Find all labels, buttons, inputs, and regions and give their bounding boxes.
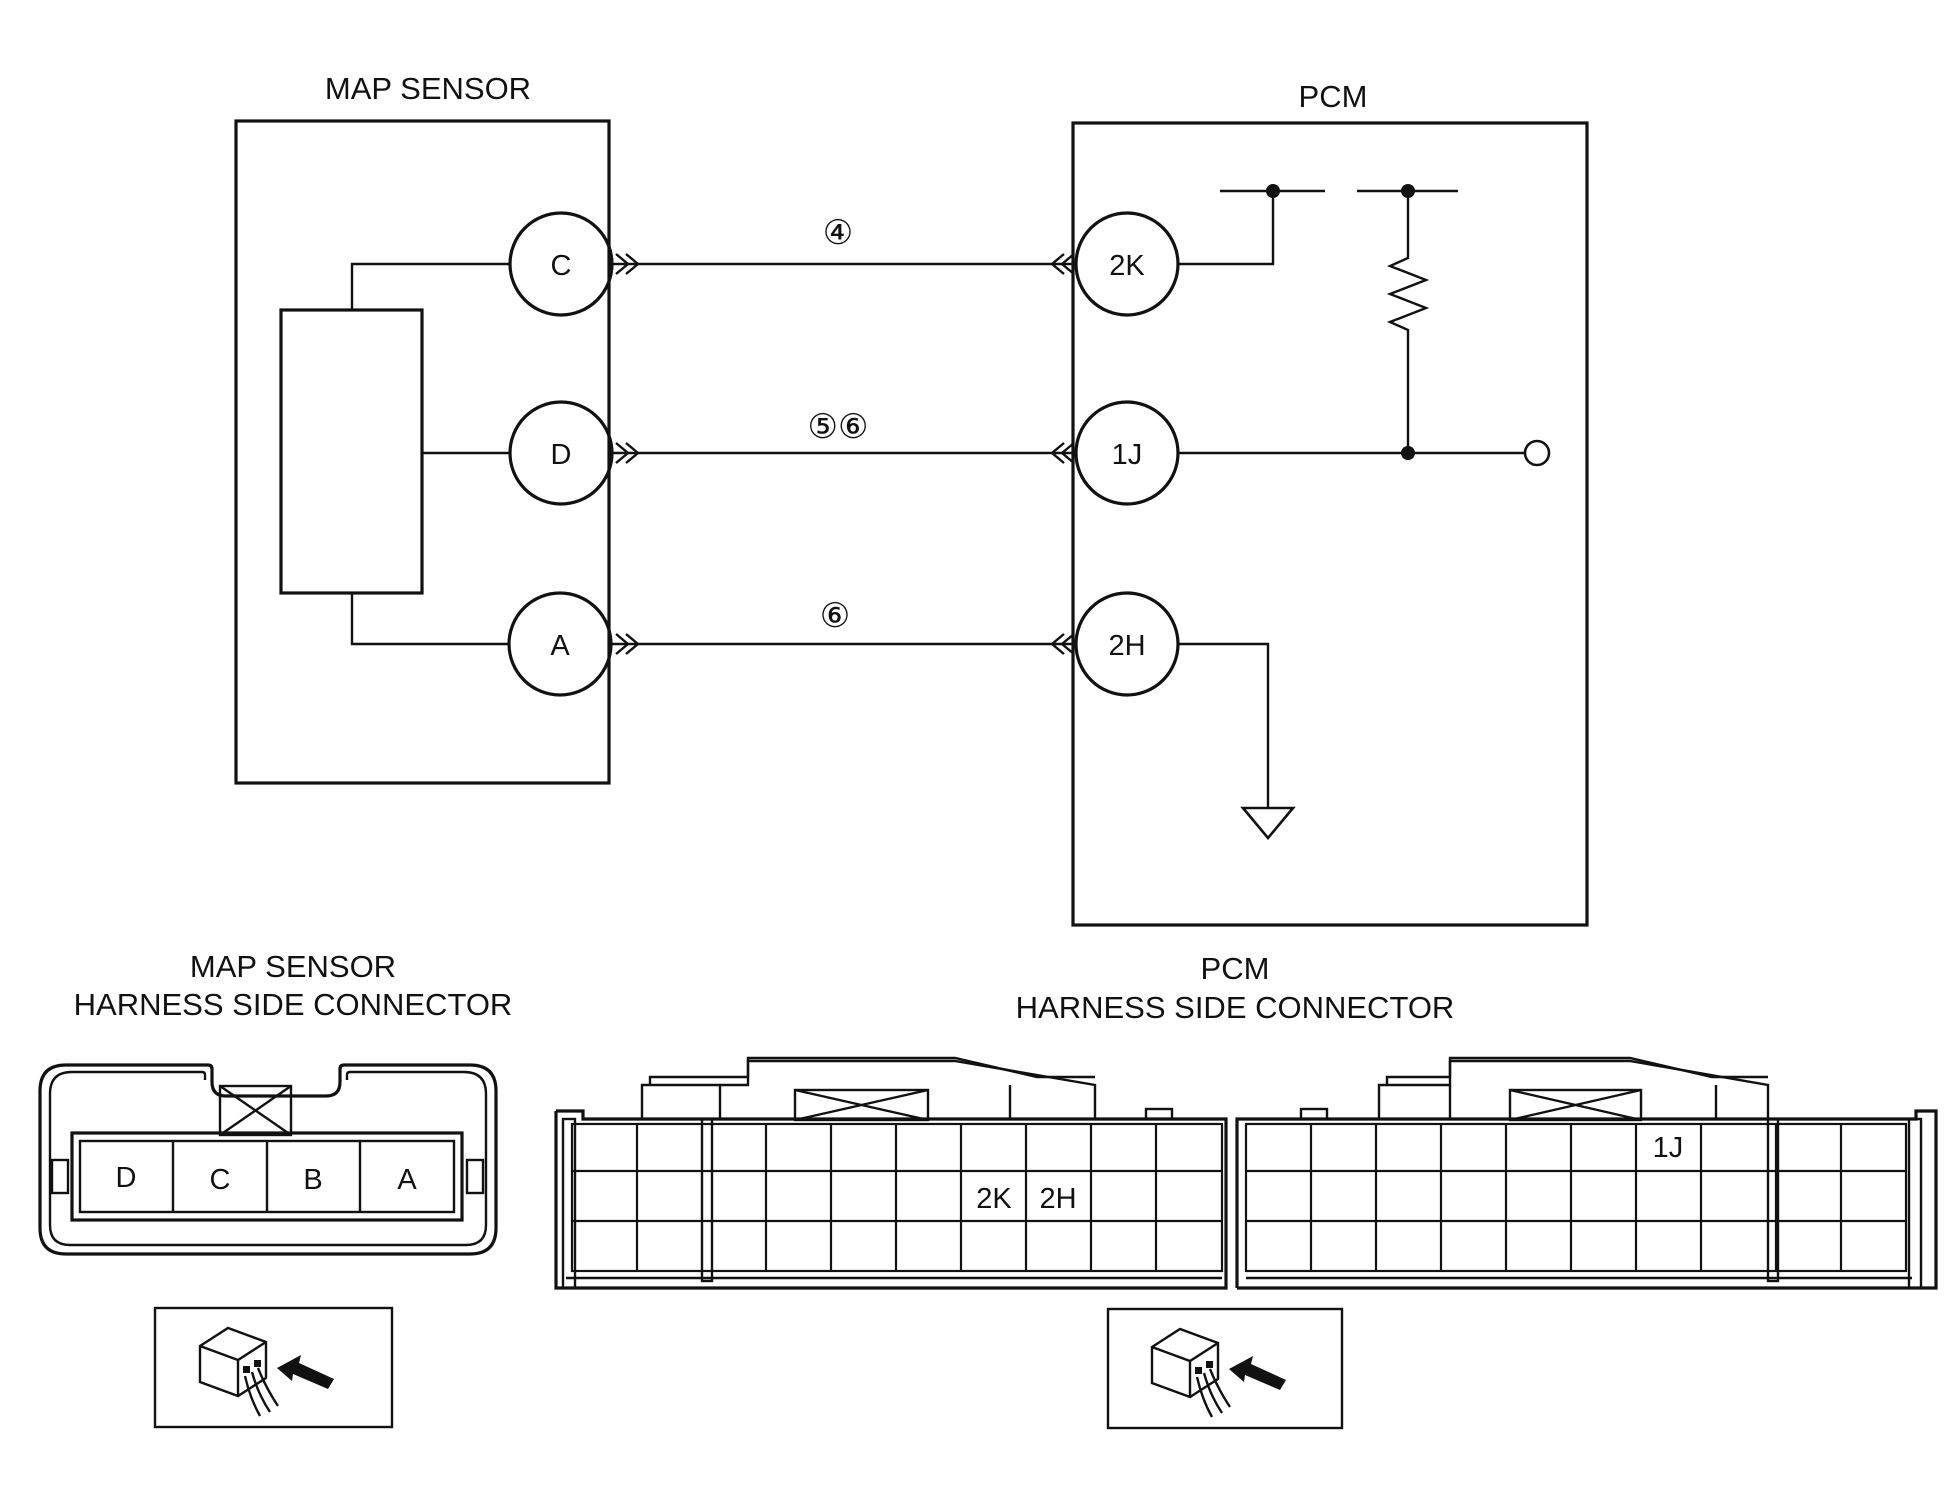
signal-terminal <box>1523 439 1551 467</box>
pcm-internal-circuit <box>1178 184 1551 841</box>
map-connector-cell-d: D <box>116 1162 137 1194</box>
svg-text:A: A <box>550 630 570 662</box>
harness-wire-bottom <box>612 633 1076 655</box>
pcm-connector-title-line2: HARNESS SIDE CONNECTOR <box>1016 990 1455 1025</box>
ground-symbol <box>1240 806 1296 841</box>
map-sensor-box <box>234 119 611 785</box>
svg-text:2H: 2H <box>1108 630 1145 662</box>
pcm-pin-1j: 1J <box>1074 400 1180 506</box>
pcm-connector-label-1j: 1J <box>1653 1132 1684 1164</box>
wire-marker-middle: ⑤⑥ <box>808 408 869 446</box>
svg-text:2K: 2K <box>1109 250 1145 282</box>
sensor-pin-d: D <box>508 400 614 506</box>
map-connector-cell-b: B <box>303 1164 322 1196</box>
pcm-connector-label-2k: 2K <box>976 1183 1012 1215</box>
map-wire-c <box>350 262 510 310</box>
svg-text:C: C <box>551 250 572 282</box>
wire-marker-top: ④ <box>823 214 853 252</box>
pcm-pin-2h: 2H <box>1074 591 1180 697</box>
map-sensor-title: MAP SENSOR <box>325 71 531 106</box>
pcm-harness-view-icon <box>1106 1307 1344 1430</box>
map-harness-view-icon <box>153 1306 394 1429</box>
pcm-connector-label-2h: 2H <box>1039 1183 1076 1215</box>
svg-text:1J: 1J <box>1112 439 1143 471</box>
pcm-box <box>1071 121 1589 927</box>
sensor-pin-c: C <box>508 211 614 317</box>
sensor-pin-a: A <box>507 591 613 697</box>
pcm-connector-title-line1: PCM <box>1201 951 1270 986</box>
map-connector-title-line2: HARNESS SIDE CONNECTOR <box>74 987 513 1022</box>
map-connector-cell-c: C <box>210 1164 231 1196</box>
wire-marker-bottom: ⑥ <box>820 597 850 635</box>
pcm-harness-connector: 2K 2H 1J <box>554 1056 1938 1290</box>
harness-wire-top <box>612 253 1076 275</box>
svg-text:D: D <box>551 439 572 471</box>
resistor-symbol <box>1386 191 1430 453</box>
map-harness-connector: D C B A <box>38 1063 498 1256</box>
map-wire-a <box>350 593 510 646</box>
map-connector-cell-a: A <box>397 1164 417 1196</box>
map-sensor-element <box>279 308 424 595</box>
harness-wire-middle <box>612 442 1076 464</box>
pcm-title: PCM <box>1299 79 1368 114</box>
pcm-pin-2k: 2K <box>1074 211 1180 317</box>
map-connector-title-line1: MAP SENSOR <box>190 949 396 984</box>
